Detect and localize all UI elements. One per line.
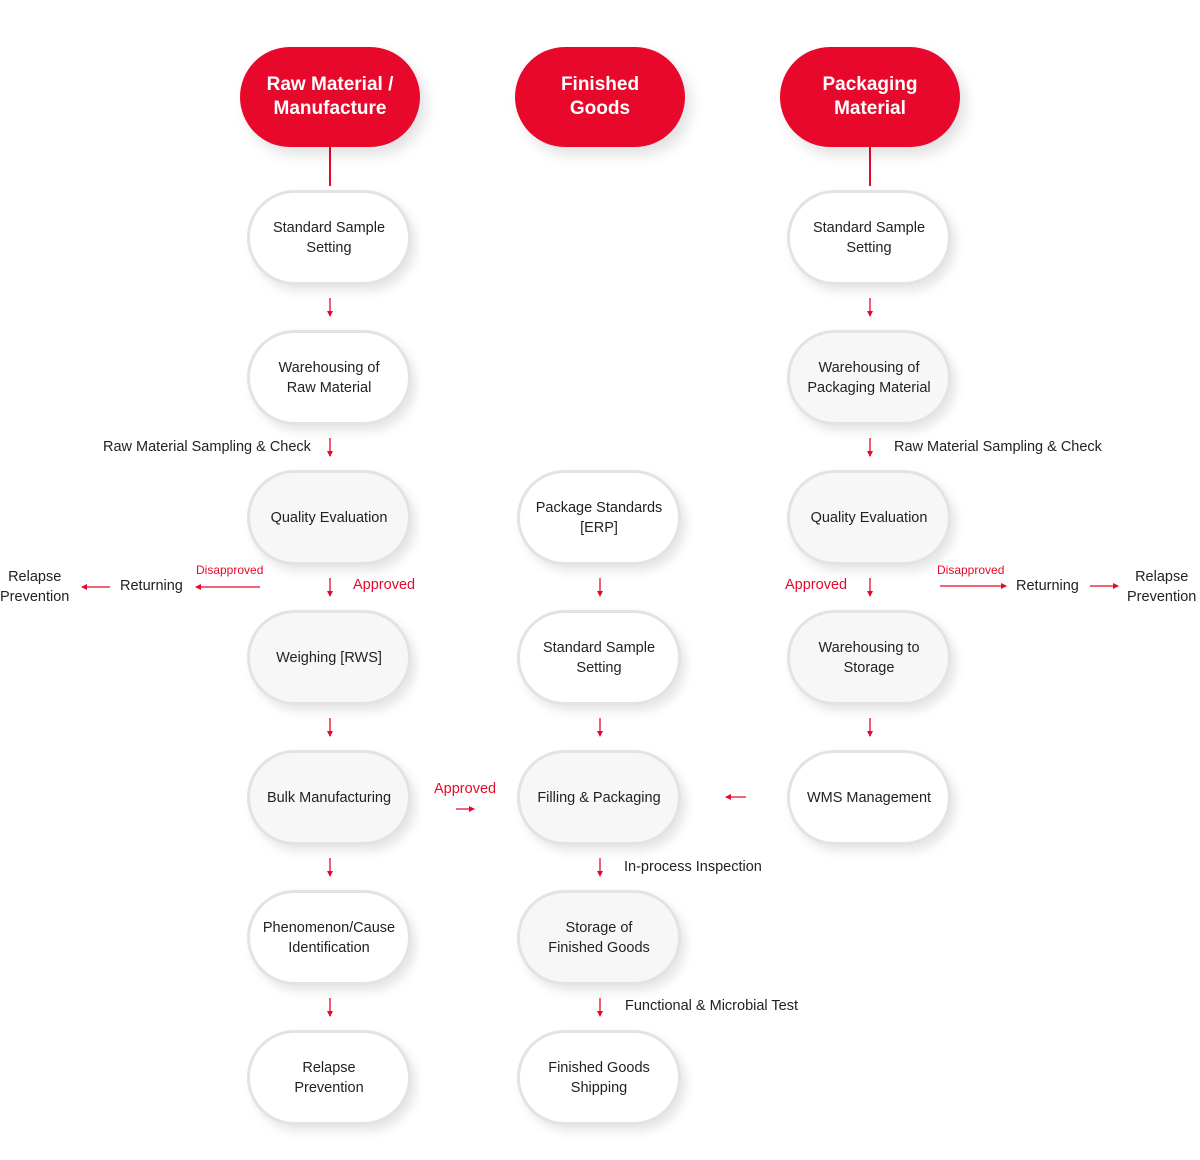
node-label: Phenomenon/Cause Identification bbox=[262, 919, 396, 956]
node-left-quality-evaluation: Quality Evaluation bbox=[247, 470, 411, 565]
node-right-quality-evaluation: Quality Evaluation bbox=[787, 470, 951, 565]
label-right-returning: Returning bbox=[1016, 578, 1079, 594]
header-finished-goods: Finished Goods bbox=[515, 47, 685, 147]
node-label: Storage of Finished Goods bbox=[548, 919, 650, 956]
node-label: Standard Sample Setting bbox=[542, 639, 656, 676]
label-right-relapse: Relapse Prevention bbox=[1127, 569, 1197, 605]
node-label: Standard Sample Setting bbox=[272, 219, 386, 256]
header-raw-material: Raw Material / Manufacture bbox=[240, 47, 420, 147]
label-left-sampling: Raw Material Sampling & Check bbox=[103, 439, 311, 455]
label-left-returning: Returning bbox=[120, 578, 183, 594]
header-raw-material-label: Raw Material / Manufacture bbox=[266, 74, 394, 119]
node-label: Standard Sample Setting bbox=[812, 219, 926, 256]
label-left-disapproved: Disapproved bbox=[196, 563, 264, 577]
node-middle-storage: Storage of Finished Goods bbox=[517, 890, 681, 985]
label-right-sampling: Raw Material Sampling & Check bbox=[894, 439, 1102, 455]
node-middle-shipping: Finished Goods Shipping bbox=[517, 1030, 681, 1125]
label-right-approved: Approved bbox=[785, 577, 848, 593]
node-right-warehousing: Warehousing of Packaging Material bbox=[787, 330, 951, 425]
node-middle-filling-packaging: Filling & Packaging bbox=[517, 750, 681, 845]
label-left-approved: Approved bbox=[353, 577, 416, 593]
node-label: Bulk Manufacturing bbox=[266, 789, 392, 806]
node-label: Quality Evaluation bbox=[810, 509, 928, 526]
node-left-phenomenon: Phenomenon/Cause Identification bbox=[247, 890, 411, 985]
node-left-bulk-manufacturing: Bulk Manufacturing bbox=[247, 750, 411, 845]
header-packaging-label: Packaging Material bbox=[822, 74, 918, 119]
node-right-wms: WMS Management bbox=[787, 750, 951, 845]
node-middle-package-standards: Package Standards [ERP] bbox=[517, 470, 681, 565]
node-middle-standard-sample: Standard Sample Setting bbox=[517, 610, 681, 705]
node-label: WMS Management bbox=[806, 789, 932, 806]
node-label: Package Standards [ERP] bbox=[535, 499, 663, 536]
node-label: Finished Goods Shipping bbox=[548, 1059, 650, 1096]
label-bulk-approved: Approved bbox=[434, 781, 497, 797]
header-packaging-material: Packaging Material bbox=[780, 47, 960, 147]
node-label: Warehousing of Raw Material bbox=[278, 359, 380, 396]
node-label: Quality Evaluation bbox=[270, 509, 388, 526]
node-label: Relapse Prevention bbox=[294, 1059, 364, 1096]
node-left-relapse-prevention: Relapse Prevention bbox=[247, 1030, 411, 1125]
node-left-weighing: Weighing [RWS] bbox=[247, 610, 411, 705]
node-right-standard-sample: Standard Sample Setting bbox=[787, 190, 951, 285]
node-label: Warehousing to Storage bbox=[818, 639, 920, 676]
node-label: Weighing [RWS] bbox=[276, 649, 382, 666]
node-right-warehousing-storage: Warehousing to Storage bbox=[787, 610, 951, 705]
label-functional: Functional & Microbial Test bbox=[625, 998, 799, 1014]
node-label: Warehousing of Packaging Material bbox=[807, 359, 931, 396]
label-right-disapproved: Disapproved bbox=[937, 563, 1005, 577]
label-left-relapse: Relapse Prevention bbox=[0, 569, 70, 605]
header-finished-goods-label: Finished Goods bbox=[560, 74, 640, 119]
node-left-warehousing: Warehousing of Raw Material bbox=[247, 330, 411, 425]
label-inprocess: In-process Inspection bbox=[624, 859, 762, 875]
node-left-standard-sample: Standard Sample Setting bbox=[247, 190, 411, 285]
node-label: Filling & Packaging bbox=[537, 789, 661, 806]
